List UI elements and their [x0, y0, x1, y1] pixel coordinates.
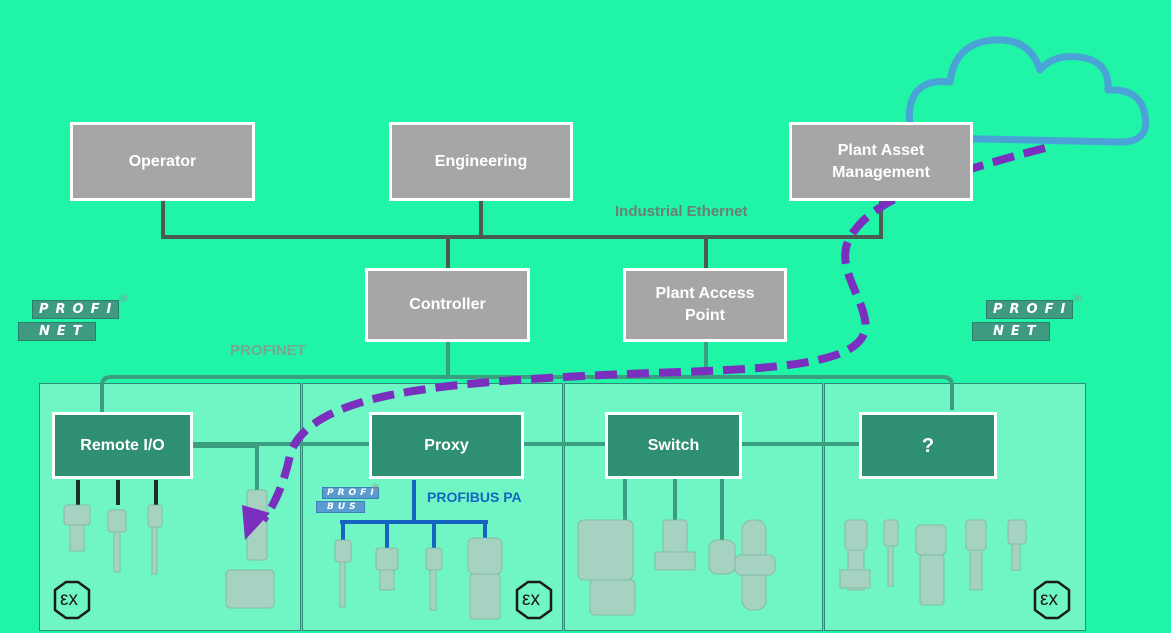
profinet-logo-top: PROFI: [32, 300, 120, 319]
controller-box[interactable]: Controller: [365, 268, 530, 342]
profibus-pa-label: PROFIBUS PA: [427, 489, 522, 505]
profinet-logo-right-bottom: NET: [972, 322, 1050, 341]
registered-mark-right: ®: [1073, 293, 1082, 305]
plant-access-line1: Plant Access: [655, 285, 755, 302]
unknown-device-box[interactable]: ?: [859, 412, 997, 479]
profinet-logo-bottom: NET: [18, 322, 96, 341]
industrial-ethernet-label: Industrial Ethernet: [615, 203, 748, 220]
ex-symbol-3: εx: [1040, 589, 1058, 610]
registered-mark-left: ®: [119, 293, 128, 305]
profibus-logo: PROFI BUS: [316, 487, 379, 513]
remote-io-label: Remote I/O: [80, 436, 165, 454]
profinet-logo-right-top: PROFI: [986, 300, 1074, 319]
profibus-logo-top: PROFI: [322, 487, 379, 499]
data-path-arrow: [259, 144, 1047, 523]
unknown-device-label: ?: [921, 434, 935, 457]
profibus-logo-bottom: BUS: [316, 501, 365, 513]
profinet-logo-left: PROFI NET: [18, 300, 120, 341]
profinet-label: PROFINET: [230, 342, 306, 359]
engineering-box[interactable]: Engineering: [389, 122, 573, 201]
cloud-icon: [905, 36, 1150, 146]
controller-label: Controller: [409, 296, 486, 313]
registered-mark-profibus: ®: [372, 482, 379, 492]
operator-label: Operator: [128, 152, 197, 170]
profinet-logo-right: PROFI NET: [972, 300, 1074, 341]
proxy-box[interactable]: Proxy: [369, 412, 524, 479]
arrow-head: [242, 505, 270, 540]
plant-asset-management-box[interactable]: Plant Asset Management: [789, 122, 973, 201]
ex-symbol-2: εx: [522, 589, 540, 610]
plant-access-line2: Point: [685, 307, 725, 324]
operator-box[interactable]: Operator: [70, 122, 255, 201]
switch-box[interactable]: Switch: [605, 412, 742, 479]
plant-asset-line2: Management: [832, 163, 930, 181]
ex-symbol-1: εx: [60, 589, 78, 610]
plant-access-point-box[interactable]: Plant Access Point: [623, 268, 787, 342]
proxy-label: Proxy: [424, 436, 469, 454]
engineering-label: Engineering: [434, 152, 528, 170]
switch-label: Switch: [647, 436, 700, 454]
plant-asset-line1: Plant Asset: [837, 141, 925, 159]
remote-io-box[interactable]: Remote I/O: [52, 412, 193, 479]
